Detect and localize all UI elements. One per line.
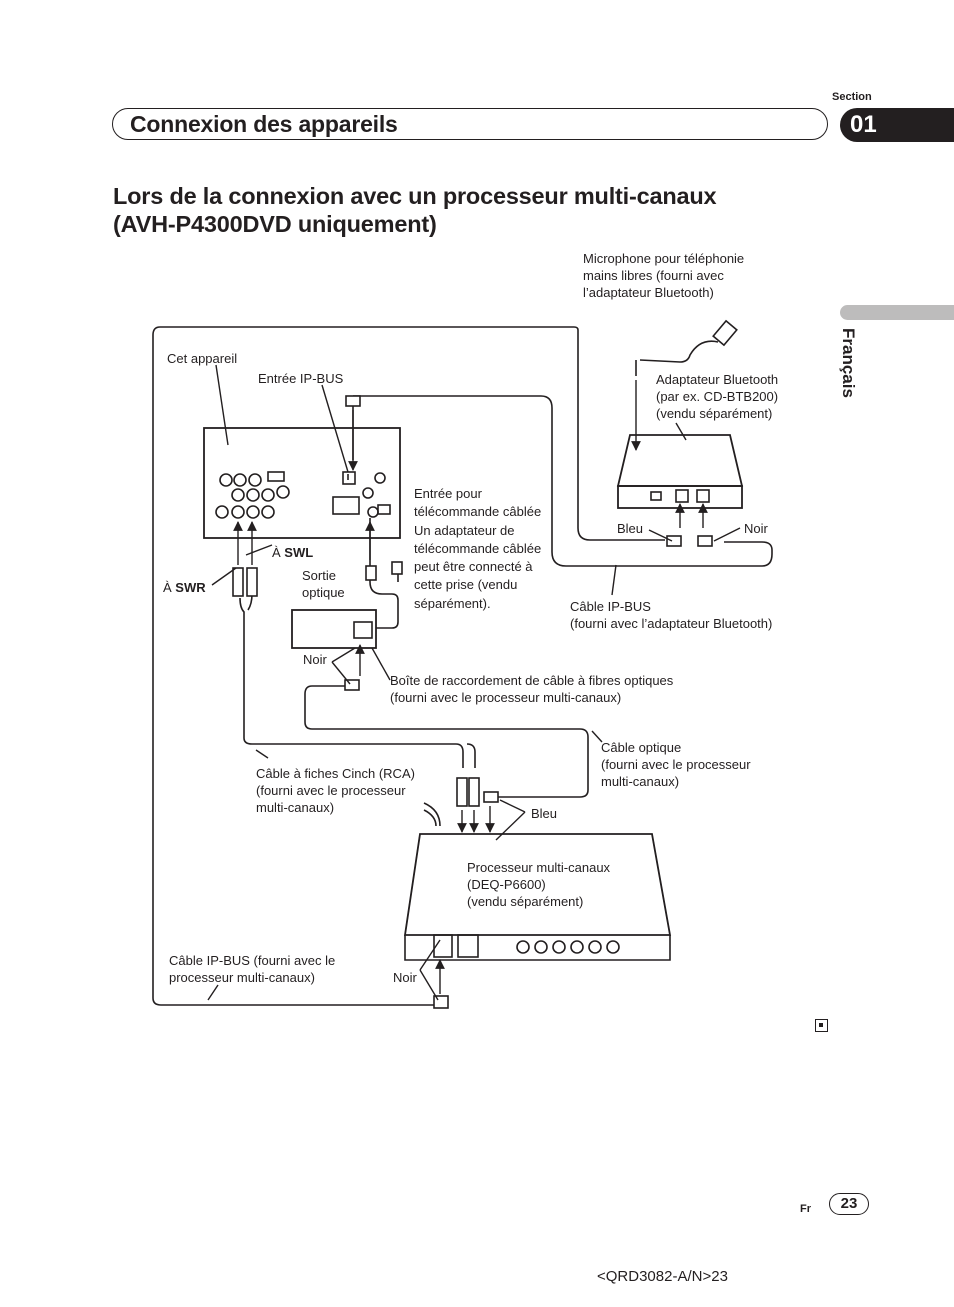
footer-lang-code: Fr [800,1203,811,1215]
noir-label-bt: Noir [744,521,768,536]
remote-input-label: Entrée pour télécommande câblée Un adapt… [414,486,542,611]
optical-cable [369,518,399,629]
rca-cable [239,597,464,768]
ipbus-cable-bt-label: Câble IP-BUS (fourni avec l’adaptateur B… [570,599,773,631]
ipbus-cable-main [152,326,579,1006]
fiber-optic-box [291,609,377,649]
language-label: Français [839,328,858,398]
fiber-box-label: Boîte de raccordement de câble à fibres … [390,673,674,705]
microphone-label: Microphone pour téléphonie mains libres … [583,251,745,300]
optical-out-label: Sortie optique [302,568,345,600]
page-title-line1: Lors de la connexion avec un processeur … [113,183,717,209]
header-frame [112,108,828,140]
noir-label-optical: Noir [303,652,327,667]
microphone-cable [639,340,719,363]
swl-label: À SWL [272,545,314,560]
page-title-line2: (AVH-P4300DVD uniquement) [113,211,437,237]
head-unit [203,427,401,539]
unit-label: Cet appareil [167,351,238,366]
ipbus-cable-processor-label: Câble IP-BUS (fourni avec le processeur … [169,953,336,985]
bluetooth-adapter-label: Adaptateur Bluetooth (par ex. CD-BTB200)… [656,372,779,421]
language-tab [840,305,954,320]
section-number: 01 [840,108,954,142]
header-title: Connexion des appareils [130,111,398,137]
section-label: Section [832,91,872,103]
rca-cable-label: Câble à fiches Cinch (RCA) (fourni avec … [256,766,415,815]
document-code: <QRD3082-A/N>23 [597,1268,728,1285]
processor-label: Processeur multi-canaux (DEQ-P6600) (ven… [467,860,611,909]
ipbus-input-label: Entrée IP-BUS [258,371,344,386]
noir-label-processor: Noir [393,970,417,985]
page-title: Lors de la connexion avec un processeur … [113,182,717,238]
optical-cable-label: Câble optique (fourni avec le processeur… [601,740,751,789]
bleu-label-bt: Bleu [617,521,644,536]
swr-label: À SWR [163,580,206,595]
end-of-section-icon [815,1019,828,1032]
page-number: 23 [829,1193,869,1215]
bleu-label-processor: Bleu [531,806,558,821]
